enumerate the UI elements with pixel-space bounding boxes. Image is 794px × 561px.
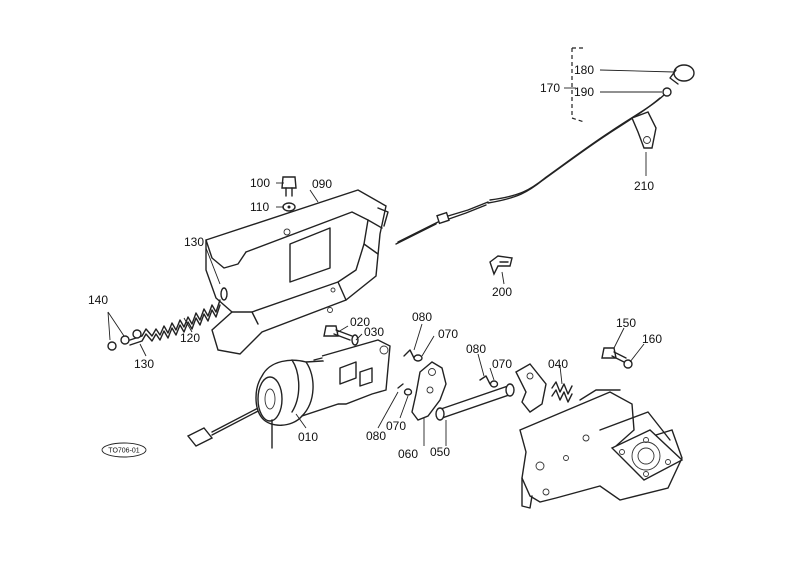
label-160: 160 <box>642 332 662 346</box>
label-200: 200 <box>492 285 512 299</box>
label-080-top: 080 <box>412 310 432 324</box>
label-150: 150 <box>616 316 636 330</box>
label-080-bottom: 080 <box>366 429 386 443</box>
label-120: 120 <box>180 331 200 345</box>
leader-lines <box>107 69 675 446</box>
bolt-150 <box>601 347 633 369</box>
solenoid-010 <box>186 339 391 449</box>
label-110: 110 <box>250 200 269 214</box>
label-130-top: 130 <box>184 235 204 249</box>
label-030: 030 <box>364 325 384 339</box>
governor-housing <box>519 389 684 509</box>
label-070-bottom: 070 <box>386 419 406 433</box>
label-040: 040 <box>548 357 568 371</box>
bolt-020 <box>323 325 359 346</box>
label-130-bottom: 130 <box>134 357 154 371</box>
label-050: 050 <box>430 445 450 459</box>
label-180: 180 <box>574 63 594 77</box>
label-190: 190 <box>574 85 594 99</box>
label-010: 010 <box>298 430 318 444</box>
drawing-code: TO706-01 <box>101 442 147 458</box>
label-090: 090 <box>312 177 332 191</box>
label-080-mid: 080 <box>466 342 486 356</box>
label-100: 100 <box>250 176 270 190</box>
drawing-code-text: TO706-01 <box>108 448 139 455</box>
part-labels: 180 190 170 210 100 090 110 130 140 130 … <box>88 63 662 461</box>
linkage <box>397 349 573 421</box>
throttle-cable <box>395 47 695 245</box>
bolt-100 <box>281 176 297 212</box>
label-140: 140 <box>88 293 108 307</box>
label-060: 060 <box>398 447 418 461</box>
label-020: 020 <box>350 315 370 329</box>
label-070-top: 070 <box>438 327 458 341</box>
spring-120 <box>107 287 228 351</box>
label-070-mid: 070 <box>492 357 512 371</box>
label-210: 210 <box>634 179 654 193</box>
label-170: 170 <box>540 81 560 95</box>
cover-plate <box>205 189 389 355</box>
clip-200 <box>489 255 513 276</box>
